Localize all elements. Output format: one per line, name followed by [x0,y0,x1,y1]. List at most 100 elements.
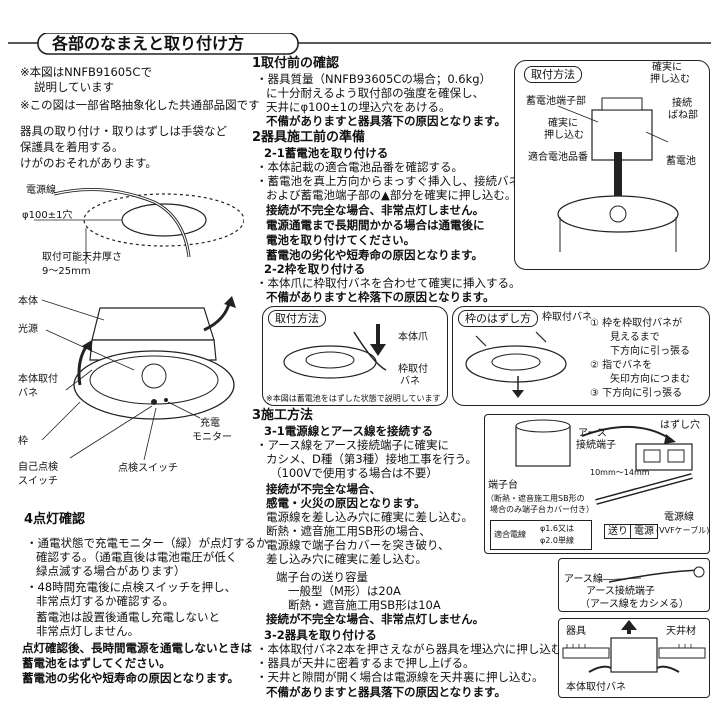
label-spring-2: ばね部 [668,110,698,121]
s1-warn: 不備がありますと器具落下の原因となります。 [266,114,507,128]
label-wire-spec-1: φ1.6又は [540,524,574,533]
title-bar: 各部のなまえと取り付け方 [8,33,711,55]
s4-line-1: ・通電状態で充電モニター（緑）が点灯するか [26,536,268,550]
s2-line-6: 電池を取り付けてください。 [266,233,416,247]
s3-capacity-title: 端子台の送り容量 [276,570,368,584]
frame-removal-label: 枠のはずし方 [458,310,538,327]
s3-line-3: （100Vで使用する場合は不要） [270,466,438,480]
s4-warn-3: 蓄電池の劣化や短寿命の原因となります。 [22,671,240,685]
removal-step-2: ② 指でバネを [590,360,653,371]
label-earth-terminal-1: アース [578,428,607,439]
note-diagram: ※この図は一部省略抽象化した共通部品図です [20,98,260,112]
s4-line-3: 緑点滅する場合があります） [36,564,186,578]
section2-heading: 2器具施工前の準備 [252,130,366,145]
note-model: ※本図はNNFB91605Cで [20,65,152,79]
frame-removal-illustration [465,331,567,398]
label-self-check-2: スイッチ [18,476,58,487]
s3-sub1: 3-1電源線とアース線を接続する [264,424,434,438]
s3-line-10: ・本体取付バネ2本を押さえながら器具を埋込穴に押し込む。 [256,642,574,656]
title-rule [8,33,711,55]
s4-line-7: 非常点灯しません。 [36,624,140,638]
removal-step-1b: 見えるまで [610,332,660,343]
s2-line-7: 蓄電池の劣化や短寿命の原因となります。 [266,248,484,262]
s2-line-3: および蓄電池端子部の▲部分を確実に押し込む。 [266,188,517,202]
label-fixture: 器具 [566,626,586,637]
earth-illustration [598,566,705,583]
label-power-line: 電源線 [664,512,694,523]
label-release-hole: はずし穴 [660,420,700,431]
label-light-source: 光源 [18,324,38,335]
label-body: 本体 [18,296,38,307]
label-push-1a: 確実に [652,62,682,73]
label-tb-note-1: （断熱・遮音施工用SB形の [486,494,585,503]
label-body-spring-2: バネ [18,388,38,399]
warn-line-2: 保護具を着用する。 [20,140,124,154]
s3-line-4: 接続が不完全な場合、 [266,482,381,496]
s3-line-5: 感電・火災の原因となります。 [266,496,426,510]
tag-feed: 送り [604,524,632,539]
s1-line-3: 天井にφ100±1の埋込穴をあける。 [266,100,451,114]
s4-line-2: 確認する。（通電直後は電池電圧が低く [36,550,238,564]
removal-step-1: ① 枠を枠取付バネが [590,318,683,329]
s1-line-1: ・器具質量（NNFB93605Cの場合；0.6kg） [256,72,492,86]
s2-line-2: ・蓄電池を真上方向からまっすぐ挿入し、接続バネ部 [256,174,532,188]
s3-line-13: 不備がありますと器具落下の原因となります。 [266,685,507,699]
section3-heading: 3施工方法 [252,408,314,423]
label-terminal-block: 端子台 [488,480,518,491]
s2-sub2: 2-2枠を取り付ける [264,262,366,276]
label-earth-wire: アース線 [564,574,603,585]
removal-step-2b: 矢印方向につまむ [610,374,690,385]
wiring-illustration [515,419,693,505]
section1-heading: 1取付前の確認 [252,56,340,71]
battery-install-box [514,60,710,270]
label-test-switch: 点検スイッチ [118,463,178,474]
s3-capacity-warn: 接続が不完全な場合、非常点灯しません。 [266,612,485,626]
removal-step-3: ③ 下方向に引っ張る [590,388,683,399]
label-ceiling-material: 天井材 [666,626,696,637]
note-model-b: 説明しています [34,80,115,94]
label-battery-terminal: 蓄電池端子部 [526,96,586,107]
label-push-2a: 確実に [548,118,578,129]
battery-install-illustration [557,97,679,252]
s3-sub2: 3-2器具を取り付ける [264,628,377,642]
ceiling-hole-illustration [34,188,244,264]
label-earth-connector: アース接続端子 [586,586,655,597]
warn-line-3: けがのおそれがあります。 [20,156,157,170]
label-push-2b: 押し込む [544,130,584,141]
s2-sub1: 2-1蓄電池を取り付ける [264,146,389,160]
label-earth-note: （アース線をカシメる） [580,599,689,610]
label-wire-type: 適合電線 [494,530,526,539]
label-self-check-1: 自己点検 [18,462,58,473]
s3-line-12: ・天井と隙間が開く場合は電源線を天井裏に押し込む。 [256,670,544,684]
s3-line-6: 電源線を差し込み穴に確実に差し込む。 [266,510,473,524]
s4-line-6: 蓄電池は設置後通電し充電しないと [36,610,220,624]
warn-line-1: 器具の取り付け・取りはずしは手袋など [20,124,227,138]
frame-install-label: 取付方法 [268,310,326,327]
label-frame: 枠 [18,436,28,447]
s4-warn-1: 点灯確認後、長時間電源を通電しないときは [22,641,252,655]
s4-line-5: 非常点灯するか確認する。 [36,594,174,608]
battery-install-label: 取付方法 [524,66,582,83]
label-wire-spec-2: φ2.0単線 [540,536,574,545]
s4-line-4: ・48時間充電後に点検スイッチを押し、 [26,580,237,594]
label-ceiling-thickness: 取付可能天井厚さ [42,252,122,263]
label-frame-spring-2: バネ [400,376,420,387]
s2-line-8: ・本体爪に枠取付バネを合わせて確実に挿入する。 [256,276,521,290]
label-body-spring-1: 本体取付 [18,374,58,385]
s3-capacity-1: 一般型（M形）は20A [288,584,401,598]
wire-spec-table [490,520,592,550]
label-battery: 蓄電池 [666,156,696,167]
earth-wire-box [558,558,710,612]
label-thickness-range: 9～25mm [42,266,91,277]
label-push-1b: 押し込む [650,74,690,85]
label-strip-length: 10mm～14mm [590,468,650,477]
label-removal-spring: 枠取付バネ [542,312,592,323]
label-charge-monitor-1: 充電 [200,418,220,429]
s3-line-11: ・器具が天井に密着するまで押し上げる。 [256,656,475,670]
ceiling-mount-illustration [562,620,706,673]
s2-line-9: 不備がありますと枠落下の原因となります。 [266,290,495,304]
label-power-wire: 電源線 [26,185,56,196]
page-title: 各部のなまえと取り付け方 [52,34,245,53]
label-tb-note-2: 場合のみ端子台カバー付き） [490,505,594,514]
s3-line-9: 差し込み穴に確実に差し込む。 [266,552,427,566]
